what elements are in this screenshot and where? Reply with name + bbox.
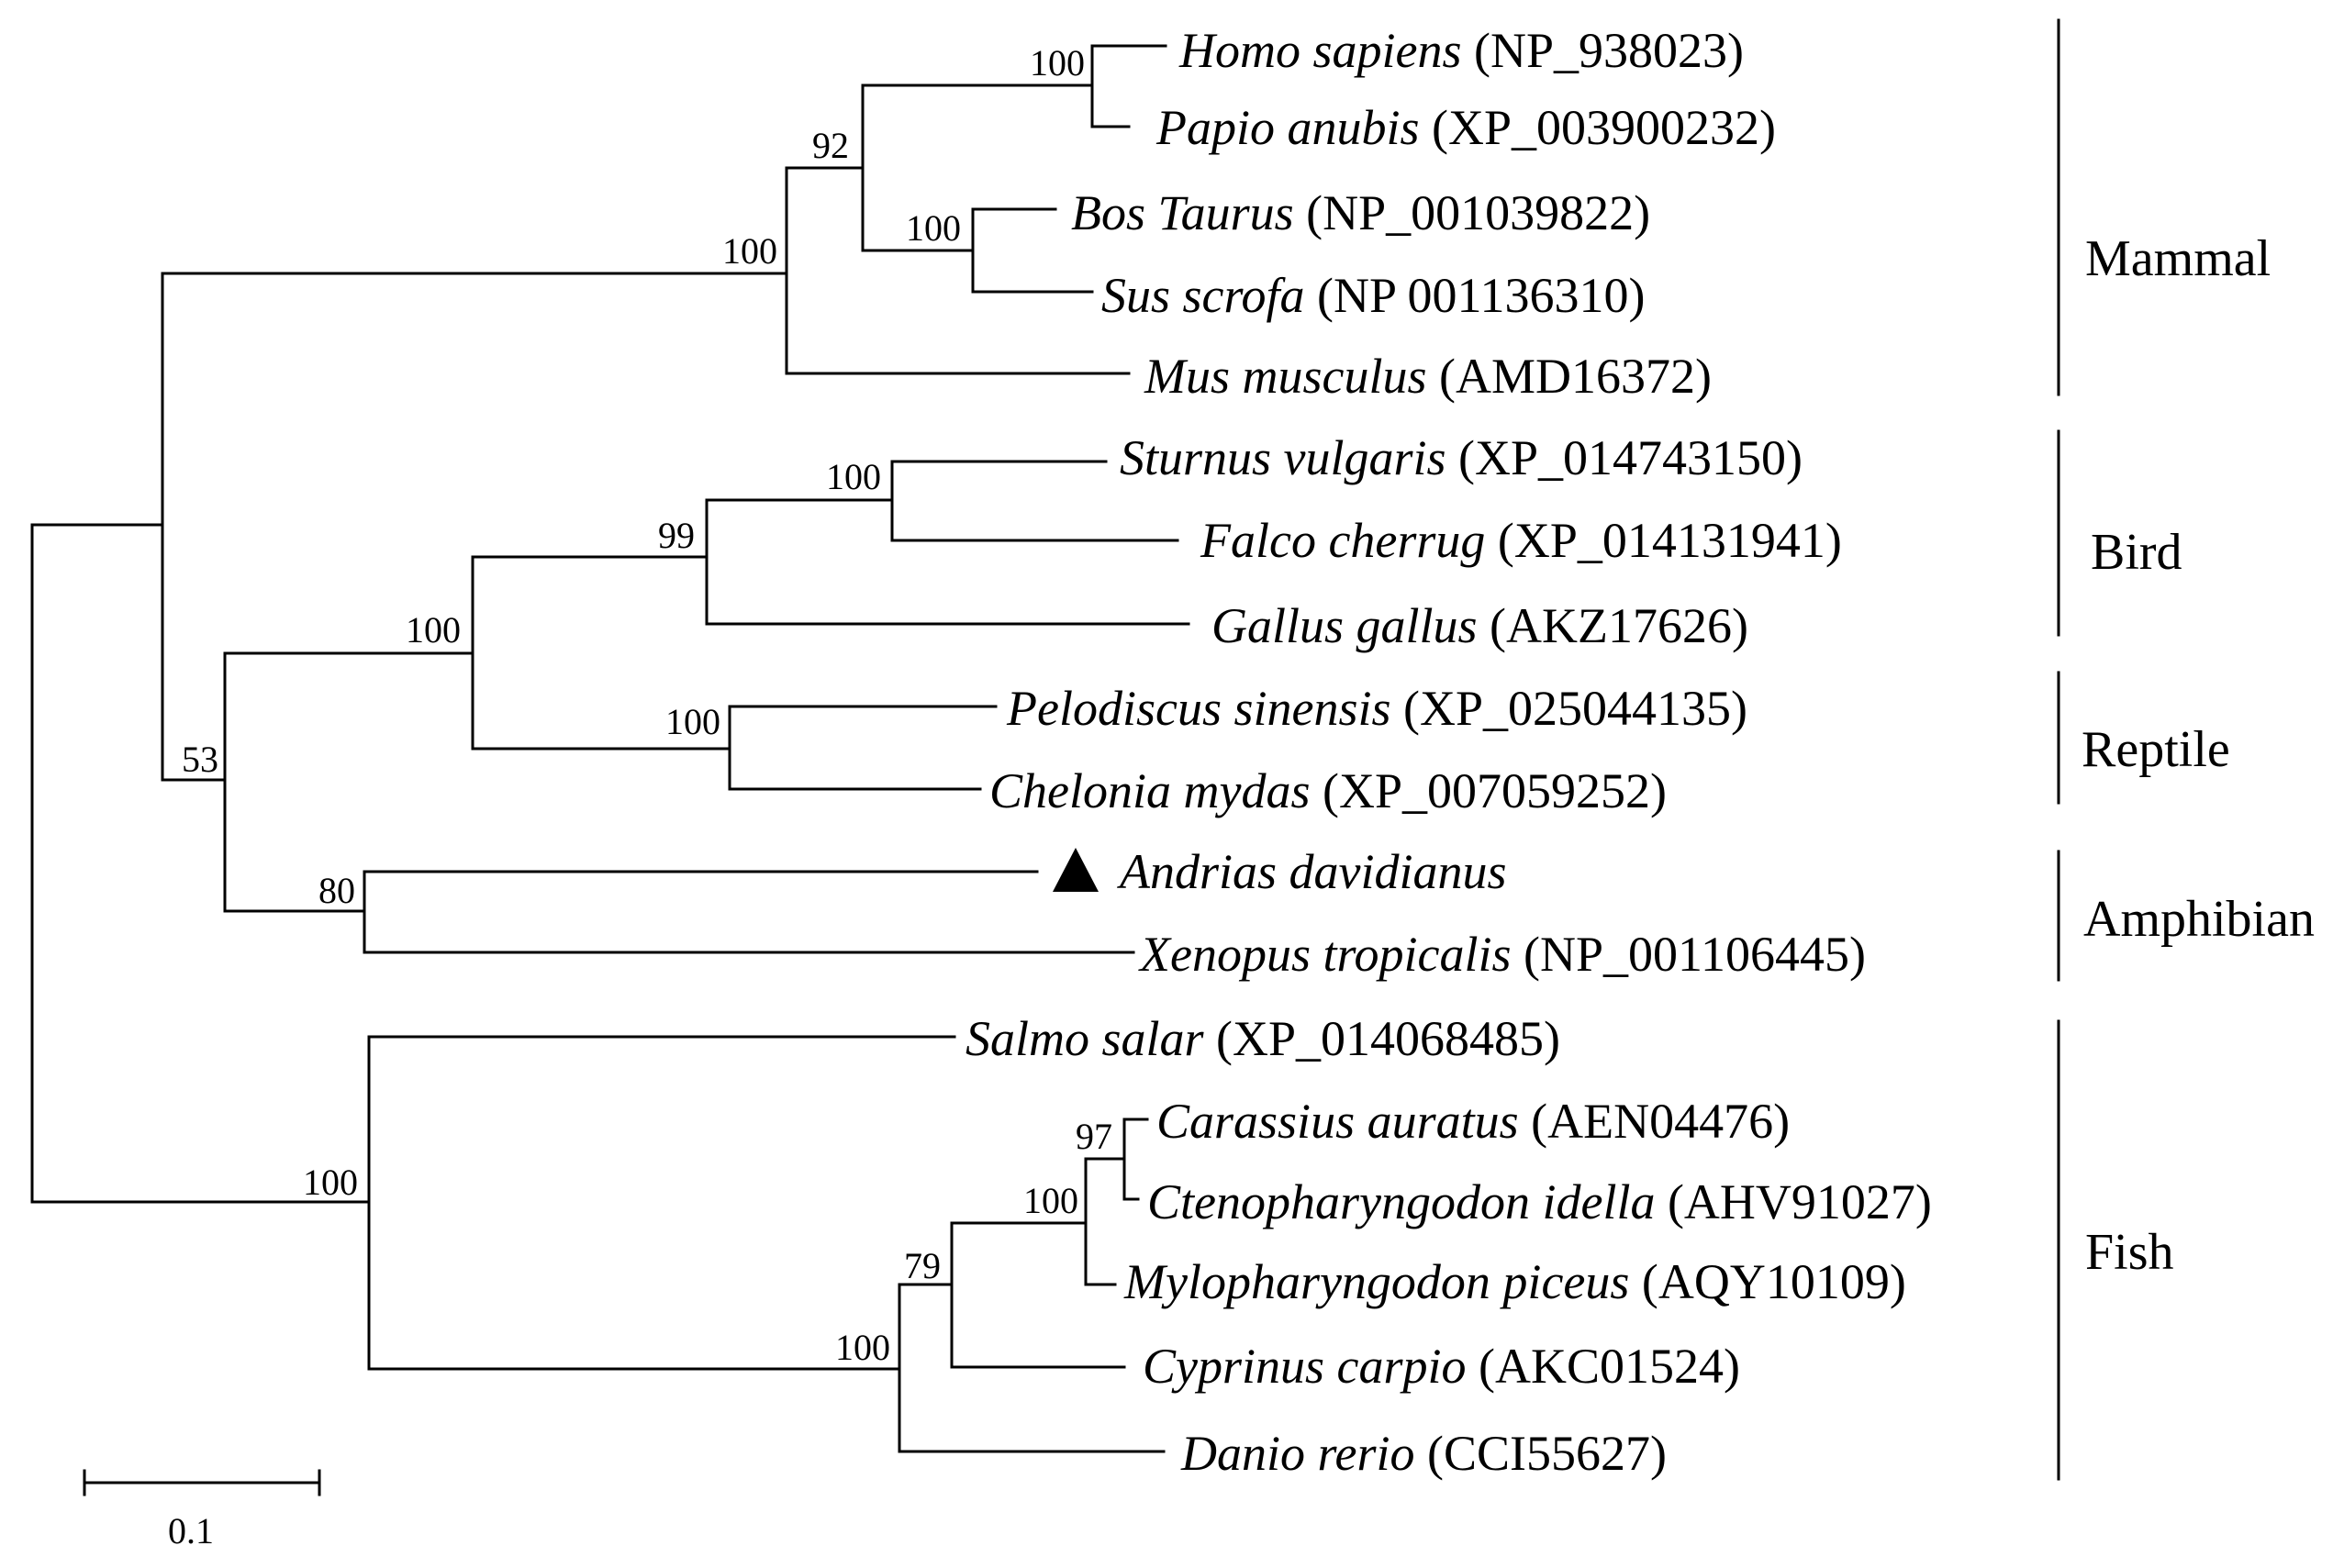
group-label-mammal: Mammal	[2085, 230, 2271, 287]
leaf-label: Sturnus vulgaris (XP_014743150)	[1120, 430, 1803, 485]
leaf-label: Mus musculus (AMD16372)	[1144, 349, 1712, 404]
leaf-label: Sus scrofa (NP 001136310)	[1101, 268, 1646, 323]
bootstrap-value: 100	[406, 609, 461, 651]
bootstrap-value: 100	[1023, 1180, 1078, 1221]
bootstrap-value: 100	[303, 1162, 358, 1203]
bootstrap-value: 92	[812, 125, 849, 166]
bootstrap-value: 100	[835, 1327, 890, 1368]
leaf-labels: Homo sapiens (NP_938023) Papio anubis (X…	[966, 23, 1932, 1481]
group-label-bird: Bird	[2091, 524, 2182, 581]
leaf-label: Homo sapiens (NP_938023)	[1178, 23, 1744, 78]
leaf-label: Cyprinus carpio (AKC01524)	[1143, 1339, 1740, 1394]
leaf-label: Pelodiscus sinensis (XP_025044135)	[1006, 681, 1747, 736]
group-label-reptile: Reptile	[2082, 721, 2230, 778]
group-labels: Mammal Bird Reptile Amphibian Fish	[2082, 230, 2315, 1281]
bootstrap-value: 80	[318, 870, 355, 911]
leaf-label: Xenopus tropicalis (NP_001106445)	[1138, 927, 1866, 982]
group-label-amphibian: Amphibian	[2083, 891, 2315, 948]
leaf-label: Danio rerio (CCI55627)	[1180, 1426, 1667, 1481]
bootstrap-value: 100	[722, 230, 777, 272]
scale-bar-label: 0.1	[168, 1510, 214, 1551]
bootstrap-value: 53	[182, 739, 218, 780]
leaf-label: Gallus gallus (AKZ17626)	[1211, 598, 1748, 653]
leaf-label: Mylopharyngodon piceus (AQY10109)	[1123, 1254, 1906, 1309]
bootstrap-value: 79	[904, 1245, 941, 1286]
bootstrap-value: 100	[826, 456, 881, 497]
leaf-label: Papio anubis (XP_003900232)	[1155, 100, 1776, 155]
bootstrap-value: 99	[658, 515, 695, 556]
leaf-label: Andrias davidianus	[1117, 844, 1507, 899]
scale-bar: 0.1	[83, 1469, 321, 1551]
triangle-icon	[1053, 848, 1099, 892]
leaf-label: Falco cherrug (XP_014131941)	[1200, 513, 1842, 568]
leaf-label: Bos Taurus (NP_001039822)	[1071, 185, 1650, 240]
bootstrap-value: 97	[1076, 1116, 1112, 1157]
leaf-label: Carassius auratus (AEN04476)	[1156, 1094, 1790, 1149]
bootstrap-values: 100 92 100 100 100 99 100 100 53 80 97 1…	[182, 42, 1112, 1368]
bootstrap-value: 100	[906, 207, 961, 249]
group-label-fish: Fish	[2085, 1224, 2174, 1281]
leaf-label: Ctenopharyngodon idella (AHV91027)	[1147, 1174, 1932, 1229]
bootstrap-value: 100	[665, 701, 720, 742]
leaf-label: Chelonia mydas (XP_007059252)	[989, 763, 1667, 818]
tree-branches	[30, 44, 1190, 1453]
leaf-label: Salmo salar (XP_014068485)	[966, 1011, 1560, 1066]
bootstrap-value: 100	[1030, 42, 1085, 83]
